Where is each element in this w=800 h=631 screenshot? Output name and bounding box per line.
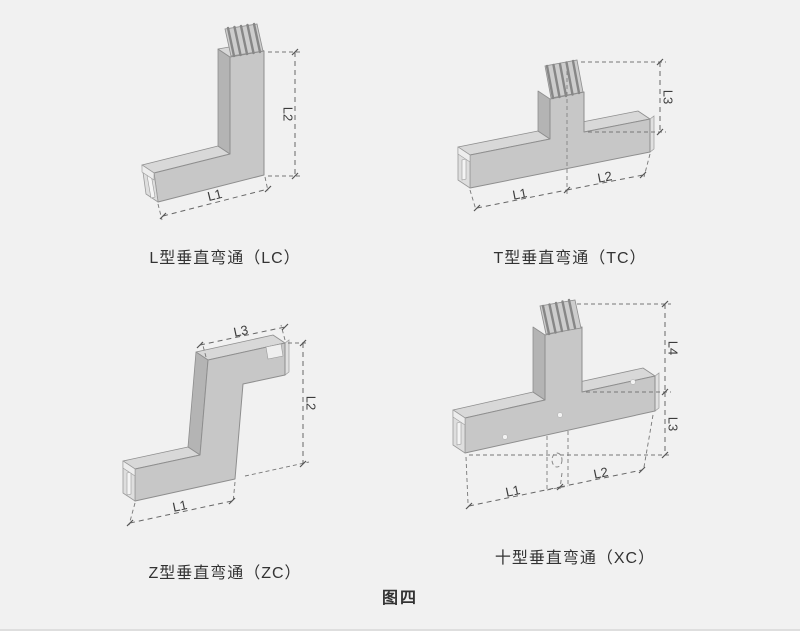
xc-dim-l4-label: L4 (666, 341, 681, 355)
lc-body-shape (153, 50, 265, 203)
tc-body-shape (469, 91, 651, 189)
zc-drawing: L3 L2 L1 (122, 322, 319, 527)
zc-dim-l1-label: L1 (171, 497, 188, 515)
xc-drawing: L4 L3 L1 L2 (452, 298, 681, 510)
tc-right-end-cap (649, 115, 655, 153)
tc-dim-l1-label: L1 (511, 185, 528, 202)
lc-end-flange (141, 164, 155, 181)
zc-end-slot (126, 471, 132, 496)
xc-hidden-arm (546, 431, 569, 491)
xc-rivet-dot (557, 412, 563, 418)
xc-body-shape (464, 326, 656, 454)
lc-caption: L型垂直弯通（LC） (149, 250, 301, 267)
diagram-xc: L4 L3 L1 L2 十型垂直弯通（XC） (405, 290, 745, 568)
lc-drawing: L2 L1 (141, 22, 302, 221)
xc-dimensions: L4 L3 L1 L2 (465, 300, 681, 510)
zc-dimensions: L3 L2 L1 (126, 322, 319, 527)
tc-end-flange (457, 146, 471, 163)
zc-joint-notch (265, 343, 284, 360)
zc-dim-l2-label: L2 (304, 396, 319, 410)
tc-dim-l3-label: L3 (661, 90, 676, 104)
lc-body (141, 42, 265, 203)
zc-end-flange (122, 460, 136, 477)
xc-dim-l1-label: L1 (504, 482, 521, 500)
tc-dimensions: L3 L1 L2 (469, 58, 676, 212)
zc-dim-l3-label: L3 (232, 322, 249, 340)
zc-right-end-cap (284, 339, 290, 376)
xc-rivet-dot (630, 379, 636, 385)
xc-rivet-dot (502, 434, 508, 440)
page-bottom-edge (0, 629, 800, 631)
xc-end-slot (456, 421, 462, 446)
zc-body-shape (134, 342, 286, 502)
tc-caption: T型垂直弯通（TC） (493, 250, 647, 267)
lc-dim-l2-label: L2 (281, 107, 296, 121)
xc-end-flange (452, 409, 466, 426)
xc-caption: 十型垂直弯通（XC） (494, 550, 656, 567)
lc-vertical-side-face (217, 48, 231, 155)
xc-fingers (539, 298, 582, 336)
xc-dim-l2-label: L2 (592, 464, 609, 482)
lc-dimensions: L2 L1 (157, 48, 302, 221)
tc-fingers (544, 59, 584, 100)
tc-end-slot (461, 158, 467, 181)
tc-body (457, 90, 655, 189)
tc-dim-l2-label: L2 (596, 168, 613, 185)
zc-caption: Z型垂直弯通（ZC） (148, 565, 302, 582)
xc-dim-l3-label: L3 (666, 417, 681, 431)
lc-dim-l1-label: L1 (206, 186, 224, 204)
diagram-zc: L3 L2 L1 Z型垂直弯通（ZC） (60, 310, 390, 583)
zc-body (122, 334, 290, 502)
xc-arm-side-face (532, 326, 546, 401)
xc-hidden-hole (551, 452, 563, 468)
figure-caption: 图四 (381, 590, 418, 607)
diagram-lc: L2 L1 L型垂直弯通（LC） (60, 20, 390, 268)
tc-arm-side-face (537, 90, 551, 140)
tc-drawing: L3 L1 L2 (457, 58, 676, 212)
diagram-tc: L3 L1 L2 T型垂直弯通（TC） (405, 20, 735, 268)
lc-fingers (224, 22, 264, 58)
xc-body (452, 326, 660, 454)
